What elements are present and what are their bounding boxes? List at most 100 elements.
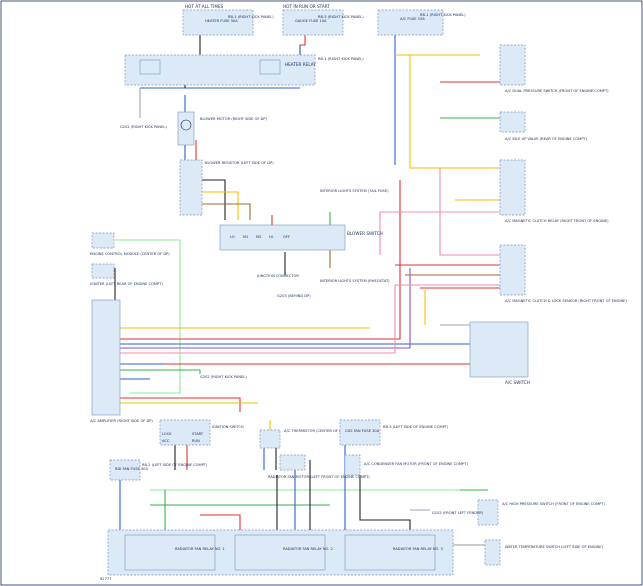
heater-fuse-label: HEATER FUSE 30A bbox=[205, 19, 238, 23]
hot-all-times-label: HOT AT ALL TIMES bbox=[185, 4, 224, 9]
start-pos-label: START bbox=[192, 432, 204, 436]
g202-label: G202 (RIGHT KICK PANEL) bbox=[120, 125, 167, 129]
g102-label: G102 (FRONT LEFT FENDER) bbox=[432, 511, 484, 515]
blower-resistor-label: BLOWER RESISTOR (LEFT SIDE OF DP) bbox=[205, 161, 274, 165]
ac-fuse-label: A/C FUSE 15A bbox=[400, 17, 425, 21]
wire-wht-grn-amp bbox=[120, 268, 411, 349]
heater-fuse-frame bbox=[182, 9, 254, 36]
lo-position-label: LO bbox=[230, 235, 235, 239]
fig-number: 92777 bbox=[100, 577, 111, 581]
m2-position-label: M2 bbox=[256, 235, 261, 239]
heater-fuse-box: HOT AT ALL TIMES HEATER FUSE 30A RB-1 (R… bbox=[182, 4, 274, 36]
ac-switch[interactable]: A/C SWITCH bbox=[469, 321, 530, 385]
fan-relay-1-label: RADIATOR FAN RELAY NO. 1 bbox=[175, 547, 225, 551]
wire-wht-blk-amp bbox=[120, 369, 201, 374]
blower-resistor: BLOWER RESISTOR (LEFT SIDE OF DP) bbox=[179, 159, 274, 216]
ecm-frame bbox=[91, 232, 115, 249]
dual-pressure-frame bbox=[499, 44, 526, 86]
gauge-fuse-box: HOT IN RUN OR START GAUGE FUSE 10A RB-3 … bbox=[282, 4, 364, 36]
blower-motor-label: BLOWER MOTOR (RIGHT SIDE OF DP) bbox=[200, 117, 268, 121]
m1-position-label: M1 bbox=[243, 235, 248, 239]
wire-yel-blu-dual bbox=[409, 55, 500, 169]
wire-blu-blk bbox=[200, 179, 226, 220]
rb3-b-label: RB-3 (LEFT SIDE OF ENGINE COMPT) bbox=[383, 425, 449, 429]
idle-up-valve: A/C IDLE UP VALVE (REAR OF ENGINE COMPT) bbox=[499, 111, 588, 141]
g202-b-label: G202 (RIGHT KICK PANEL) bbox=[200, 375, 247, 379]
rdi-fan-fuse: RDI FAN FUSE 30A RB-2 (LEFT SIDE OF ENGI… bbox=[109, 459, 208, 481]
hot-run-start-label: HOT IN RUN OR START bbox=[283, 4, 330, 9]
water-temp-switch: WATER TEMPERATURE SWITCH (LEFT SIDE OF E… bbox=[484, 539, 603, 566]
hi-pressure-frame bbox=[477, 499, 499, 526]
wire-gauge-fuse-feed bbox=[299, 35, 306, 55]
cds-fan-fuse: CDS FAN FUSE 30A RB-3 (LEFT SIDE OF ENGI… bbox=[339, 419, 449, 446]
wire-blk-red-fan bbox=[200, 514, 241, 530]
condenser-fan-frame bbox=[344, 454, 361, 476]
heater-relay-contact bbox=[259, 59, 281, 75]
lock-pos-label: LOCK bbox=[162, 432, 172, 436]
ac-amplifier-label: A/C AMPLIFIER (RIGHT SIDE OF DP) bbox=[90, 419, 153, 423]
igniter-label: IGNITER (LEFT REAR OF ENGINE COMPT) bbox=[90, 282, 163, 286]
dual-pressure-label: A/C DUAL PRESSURE SWITCH (FRONT OF ENGIN… bbox=[505, 89, 609, 93]
thermistor: A/C THERMISTOR (CENTER OF DP) bbox=[259, 429, 346, 449]
ac-fuse-frame bbox=[377, 9, 444, 36]
ignition-switch[interactable]: IGNITION SWITCH LOCK START ACC RUN bbox=[159, 419, 244, 446]
water-temp-frame bbox=[484, 539, 501, 566]
clutch-relay-frame bbox=[499, 159, 526, 216]
rb1-label: RB-1 (RIGHT KICK PANEL) bbox=[228, 15, 274, 19]
blower-switch-label: BLOWER SWITCH bbox=[347, 231, 383, 236]
rdi-fan-fuse-label: RDI FAN FUSE 30A bbox=[115, 467, 148, 471]
heater-relay: HEATER RELAY RB-1 (RIGHT KICK PANEL) bbox=[124, 54, 364, 86]
igniter-frame bbox=[91, 263, 115, 279]
rb2-label: RB-2 (LEFT SIDE OF ENGINE COMPT) bbox=[142, 463, 208, 467]
hi-position-label: HI bbox=[269, 235, 273, 239]
radiator-fan-motor-frame bbox=[279, 454, 306, 471]
ecm: ENGINE CONTROL MODULE (CENTER OF DP) bbox=[90, 232, 170, 256]
rdi-fan-fuse-frame bbox=[109, 459, 141, 481]
cds-fan-fuse-frame bbox=[339, 419, 381, 446]
rb1-relay-label: RB-1 (RIGHT KICK PANEL) bbox=[318, 57, 364, 61]
wire-blu-yel bbox=[200, 191, 239, 220]
ignition-switch-frame bbox=[159, 419, 211, 446]
junction-connector-label: JUNCTION CONNECTOR bbox=[256, 274, 299, 278]
thermistor-frame bbox=[259, 429, 281, 449]
wire-wht-blk-cond bbox=[359, 475, 411, 530]
water-temp-label: WATER TEMPERATURE SWITCH (LEFT SIDE OF E… bbox=[505, 545, 603, 549]
idle-up-label: A/C IDLE UP VALVE (REAR OF ENGINE COMPT) bbox=[505, 137, 588, 141]
hi-pressure-label: A/C HIGH PRESSURE SWITCH (FRONT OF ENGIN… bbox=[502, 502, 606, 506]
gauge-fuse-label: GAUGE FUSE 10A bbox=[295, 19, 327, 23]
ecm-label: ENGINE CONTROL MODULE (CENTER OF DP) bbox=[90, 252, 170, 256]
fan-relay-3-body bbox=[344, 534, 436, 571]
blower-motor: BLOWER MOTOR (RIGHT SIDE OF DP) bbox=[177, 111, 268, 146]
condenser-fan-label: A/C CONDENSER FAN MOTOR (FRONT OF ENGINE… bbox=[364, 462, 468, 466]
rb3-label: RB-3 (RIGHT KICK PANEL) bbox=[318, 15, 364, 19]
wire-yel-red-amp bbox=[120, 284, 500, 354]
blower-switch[interactable]: BLOWER SWITCH LO M1 M2 HI OFF bbox=[219, 224, 383, 251]
igniter: IGNITER (LEFT REAR OF ENGINE COMPT) bbox=[90, 263, 163, 286]
wire-red-yel-amp bbox=[120, 180, 401, 340]
condenser-fan-motor: A/C CONDENSER FAN MOTOR (FRONT OF ENGINE… bbox=[344, 454, 468, 476]
heater-relay-label: HEATER RELAY bbox=[285, 62, 316, 67]
clutch-lock-sensor: A/C MAGNETIC CLUTCH & LOCK SENSOR (RIGHT… bbox=[499, 244, 627, 303]
wire-blu-org bbox=[200, 203, 251, 220]
interior-lights-tail-label: INTERIOR LIGHTS SYSTEM (TAIL FUSE) bbox=[320, 189, 389, 193]
blower-switch-frame bbox=[219, 224, 346, 251]
clutch-lock-frame bbox=[499, 244, 526, 296]
cds-fan-fuse-label: CDS FAN FUSE 30A bbox=[345, 429, 380, 433]
clutch-lock-label: A/C MAGNETIC CLUTCH & LOCK SENSOR (RIGHT… bbox=[505, 299, 627, 303]
thermistor-label: A/C THERMISTOR (CENTER OF DP) bbox=[284, 429, 346, 433]
clutch-relay-label: A/C MAGNETIC CLUTCH RELAY (RIGHT FRONT O… bbox=[505, 219, 609, 223]
blower-motor-symbol bbox=[180, 119, 192, 131]
fan-relay-block: RADIATOR FAN RELAY NO. 1 RADIATOR FAN RE… bbox=[107, 529, 454, 576]
blower-motor-frame bbox=[177, 111, 195, 146]
gauge-fuse-frame bbox=[282, 9, 344, 36]
radiator-fan-motor: RADIATOR FAN MOTOR (LEFT FRONT OF ENGINE… bbox=[268, 454, 370, 479]
rb1-ac-label: RB-1 (RIGHT KICK PANEL) bbox=[420, 13, 466, 17]
fan-relay-2-body bbox=[234, 534, 326, 571]
acc-pos-label: ACC bbox=[162, 439, 170, 443]
wire-red-yel-relay bbox=[439, 168, 500, 256]
radiator-fan-motor-label: RADIATOR FAN MOTOR (LEFT FRONT OF ENGINE… bbox=[268, 475, 370, 479]
ac-amplifier: A/C AMPLIFIER (RIGHT SIDE OF DP) bbox=[90, 299, 153, 423]
ac-amplifier-frame bbox=[91, 299, 121, 416]
g203-label: G203 (BEHIND DP) bbox=[277, 294, 311, 298]
